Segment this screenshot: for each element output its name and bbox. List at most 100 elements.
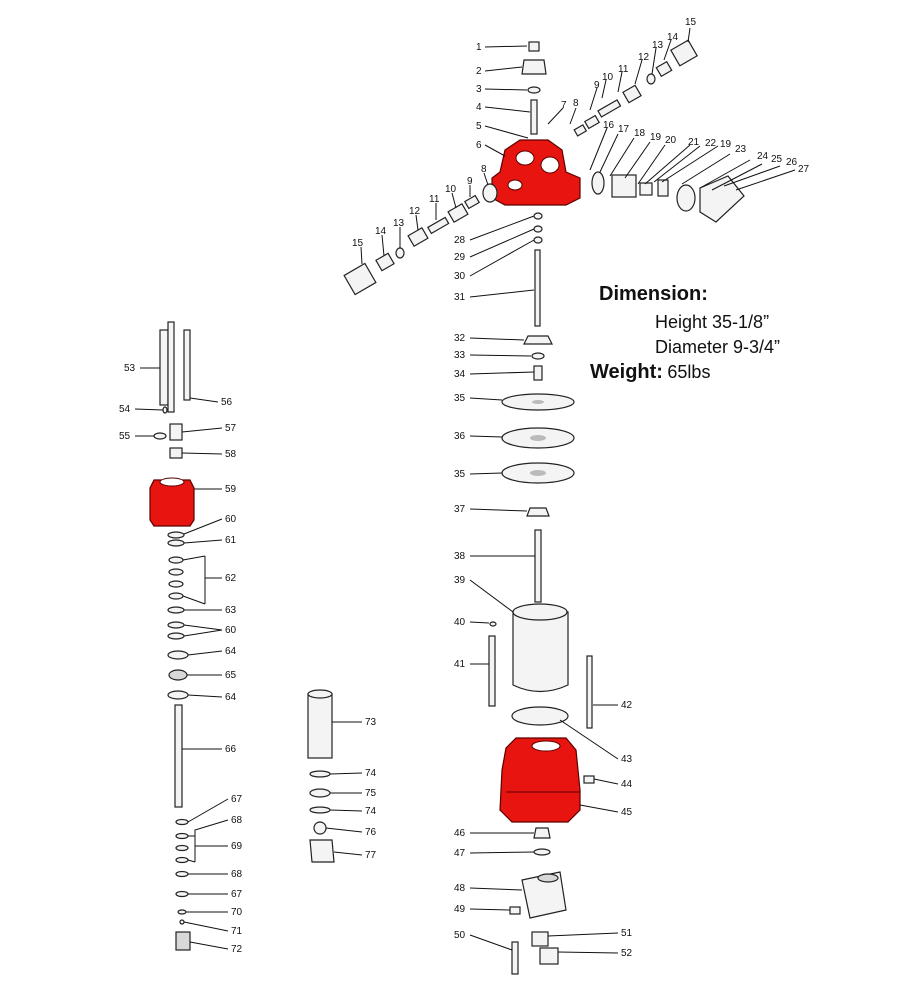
callout-8b: 8 xyxy=(481,164,487,175)
callout-13: 13 xyxy=(652,40,664,51)
part-36-disc-hole xyxy=(530,435,546,441)
weight-label: Weight: xyxy=(590,361,663,383)
leader-lines xyxy=(134,27,796,954)
callout-57: 57 xyxy=(225,423,237,434)
callout-1: 1 xyxy=(476,42,482,53)
part-23-gasket xyxy=(676,184,696,212)
callout-59: 59 xyxy=(225,484,237,495)
callout-11b: 11 xyxy=(429,194,440,205)
part-66-shaft xyxy=(174,704,183,808)
callout-32: 32 xyxy=(454,333,466,344)
part-73-pipe-top xyxy=(307,689,333,699)
part-72-cap xyxy=(175,931,191,951)
part-14-nut xyxy=(655,60,673,78)
part-62-ring-3 xyxy=(168,580,184,588)
part-34-sleeve xyxy=(533,365,543,381)
callout-49: 49 xyxy=(454,904,466,915)
callout-12: 12 xyxy=(638,52,650,63)
callout-42: 42 xyxy=(621,700,633,711)
callout-2: 2 xyxy=(476,66,482,77)
part-39-cylinder xyxy=(512,611,569,693)
callout-60b: 60 xyxy=(225,625,237,636)
part-22-bushing xyxy=(657,179,669,197)
callout-19: 19 xyxy=(650,132,662,143)
part-12-nut xyxy=(622,84,642,104)
callout-63: 63 xyxy=(225,605,237,616)
part-13-oring-left xyxy=(395,247,405,259)
callout-29: 29 xyxy=(454,252,466,263)
part-43-gasket xyxy=(511,706,569,726)
part-33-washer xyxy=(531,352,545,360)
callout-65: 65 xyxy=(225,670,237,681)
part-54-pin xyxy=(162,406,168,414)
callout-21: 21 xyxy=(688,137,700,148)
callout-40: 40 xyxy=(454,617,466,628)
callout-5: 5 xyxy=(476,121,482,132)
callout-77: 77 xyxy=(365,850,377,861)
part-15-fitting-left xyxy=(343,262,377,296)
callout-22: 22 xyxy=(705,138,717,149)
part-56-rod xyxy=(183,329,191,401)
part-64-oring-b xyxy=(167,690,189,700)
callout-60: 60 xyxy=(225,514,237,525)
part-42-rod xyxy=(586,655,593,729)
part-62-ring-4 xyxy=(168,592,184,600)
callout-18: 18 xyxy=(634,128,646,139)
part-15-fitting xyxy=(670,39,698,67)
callout-74b: 74 xyxy=(365,806,377,817)
callout-64b: 64 xyxy=(225,692,237,703)
part-67-ring-b xyxy=(175,890,189,898)
callout-17: 17 xyxy=(618,124,630,135)
part-6-port-left xyxy=(515,150,535,166)
callout-20: 20 xyxy=(665,135,677,146)
part-10-sleeve-left xyxy=(447,202,469,224)
weight-value: 65lbs xyxy=(667,362,711,382)
callout-36: 36 xyxy=(454,431,466,442)
callout-46: 46 xyxy=(454,828,466,839)
callout-27: 27 xyxy=(798,164,810,175)
callout-51: 51 xyxy=(621,928,633,939)
part-61-ring xyxy=(167,539,185,547)
callout-30: 30 xyxy=(454,271,466,282)
height-value: Height 35-1/8” xyxy=(655,312,770,332)
part-45-base xyxy=(499,737,581,823)
part-69-ring-2 xyxy=(175,856,189,864)
part-50-bolt xyxy=(511,941,519,975)
part-59-block xyxy=(149,479,195,527)
part-62-ring-2 xyxy=(168,568,184,576)
part-45-base-bore xyxy=(531,740,561,752)
callout-58: 58 xyxy=(225,449,237,460)
callout-28: 28 xyxy=(454,235,466,246)
callout-7: 7 xyxy=(561,100,567,111)
callout-52: 52 xyxy=(621,948,633,959)
callout-76: 76 xyxy=(365,827,377,838)
part-49-screw xyxy=(509,906,521,915)
callout-15: 15 xyxy=(685,17,697,28)
callout-64: 64 xyxy=(225,646,237,657)
part-35-disc-upper-hole xyxy=(532,400,544,404)
callout-35b: 35 xyxy=(454,469,466,480)
part-68-ring-b xyxy=(175,870,189,878)
part-55-clip xyxy=(153,432,167,440)
part-17-disc xyxy=(591,171,605,195)
callout-12b: 12 xyxy=(409,206,421,217)
diameter-value: Diameter 9-3/4” xyxy=(655,337,781,357)
callout-62: 62 xyxy=(225,573,237,584)
part-4-pin xyxy=(530,99,538,135)
part-74-ring xyxy=(309,770,331,778)
part-60-ring-c xyxy=(167,632,185,640)
part-62-ring-1 xyxy=(168,556,184,564)
part-9-spacer xyxy=(583,114,601,130)
callout-26: 26 xyxy=(786,157,798,168)
part-1-cap xyxy=(528,41,540,52)
body-assembly xyxy=(488,335,595,975)
callout-3: 3 xyxy=(476,84,482,95)
part-35-disc-lower-hole xyxy=(530,470,546,476)
callout-14b: 14 xyxy=(375,226,387,237)
callout-75: 75 xyxy=(365,788,377,799)
callout-34: 34 xyxy=(454,369,466,380)
part-52-fitting xyxy=(539,947,559,965)
callout-10: 10 xyxy=(602,72,614,83)
left-assembly xyxy=(149,321,195,951)
callout-69: 69 xyxy=(231,841,243,852)
